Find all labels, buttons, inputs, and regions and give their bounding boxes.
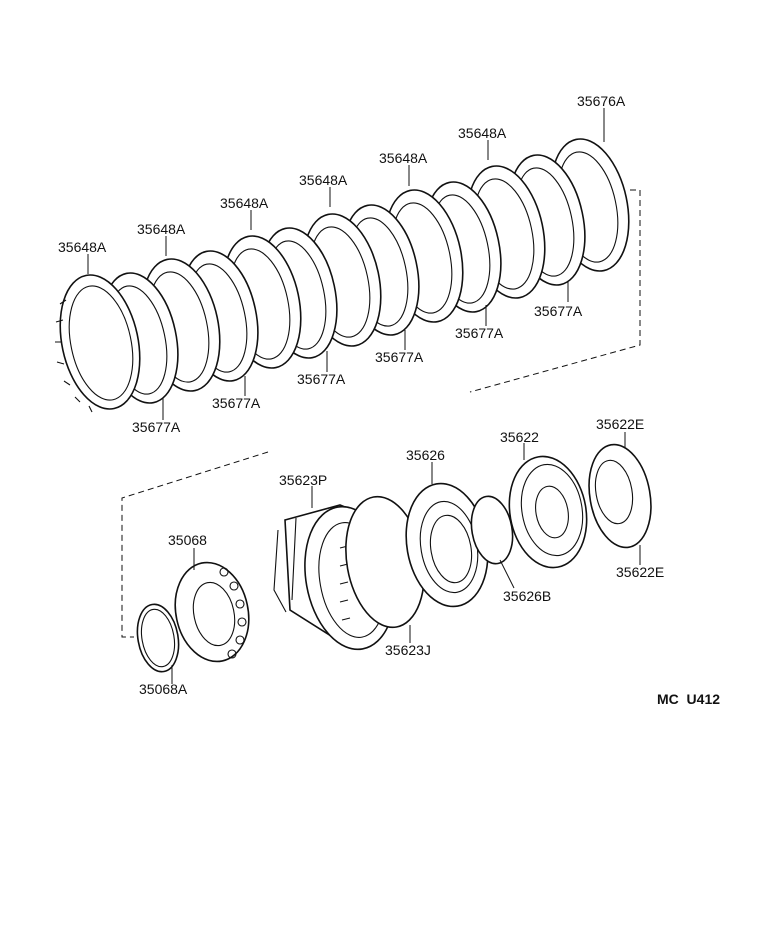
label-35648A: 35648A [220, 195, 269, 211]
label-35626: 35626 [406, 447, 445, 463]
label-35677A: 35677A [212, 395, 261, 411]
label-35648A: 35648A [299, 172, 348, 188]
diagram-code: MC U412 [657, 691, 720, 707]
label-35648A: 35648A [458, 125, 507, 141]
label-35677A: 35677A [455, 325, 504, 341]
assembly-boundary-bottom [121, 451, 269, 638]
leader-lines [87, 108, 641, 684]
label-35676A: 35676A [577, 93, 626, 109]
label-35677A: 35677A [375, 349, 424, 365]
bearing-35068 [174, 561, 250, 663]
part-labels: 35676A 35648A 35648A 35648A 35648A 35648… [58, 93, 720, 707]
piston-35626 [405, 482, 489, 608]
label-35648A: 35648A [58, 239, 107, 255]
label-35677A: 35677A [132, 419, 181, 435]
seal-35622E [588, 443, 652, 549]
label-35648A: 35648A [379, 150, 428, 166]
label-35623J: 35623J [385, 642, 431, 658]
clutch-pack [55, 138, 630, 413]
label-35648A: 35648A [137, 221, 186, 237]
label-35677A: 35677A [534, 303, 583, 319]
clutch-plate [59, 274, 141, 410]
label-35626B: 35626B [503, 588, 551, 604]
label-35622: 35622 [500, 429, 539, 445]
label-35623P: 35623P [279, 472, 327, 488]
snap-ring-35068A [136, 603, 180, 673]
assembly-boundary-top [469, 189, 641, 393]
label-35622E: 35622E [616, 564, 664, 580]
label-35622E: 35622E [596, 416, 644, 432]
label-35068: 35068 [168, 532, 207, 548]
label-35677A: 35677A [297, 371, 346, 387]
label-35068A: 35068A [139, 681, 188, 697]
piston-retainer-35622 [508, 455, 588, 569]
